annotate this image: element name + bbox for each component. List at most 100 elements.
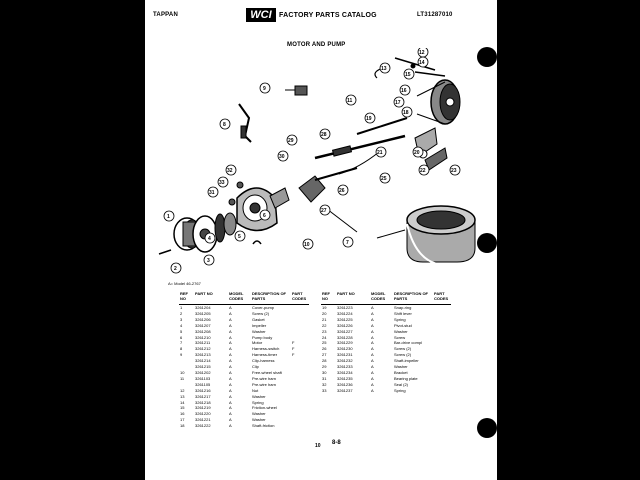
cell-part: 3261205	[195, 310, 211, 316]
cell-desc: Snap-ring	[394, 305, 412, 310]
cell-model: A	[229, 346, 232, 352]
cell-ref: 31	[322, 375, 327, 381]
cell-part: 3261229	[337, 340, 353, 346]
cell-part: 3261211	[195, 340, 211, 346]
col-description: DESCRIPTION OF PARTS	[393, 291, 433, 305]
cell-ref: 2	[180, 310, 183, 316]
cell-model: A	[229, 369, 232, 375]
binder-hole-middle	[477, 233, 497, 253]
cell-part: 3261204	[195, 305, 211, 310]
cell-ref: 1	[180, 305, 183, 310]
cell-ref: 11	[180, 375, 185, 381]
cell-part: 3261225	[337, 316, 353, 322]
cell-desc: Pump body	[252, 334, 273, 340]
cell-model: A	[229, 381, 232, 387]
cell-model: A	[229, 352, 232, 358]
cell-part: 3261213	[195, 352, 211, 358]
callout-17: 17	[395, 100, 401, 106]
cell-ref: 12	[180, 387, 185, 393]
callout-21: 21	[377, 150, 383, 156]
page-number: 10	[315, 443, 321, 449]
table-row: 19 3261223 A Snap-ring	[321, 305, 451, 311]
callout-23: 23	[451, 168, 457, 174]
callout-27: 27	[321, 208, 327, 214]
cell-codes: F	[292, 352, 295, 358]
cell-model: A	[229, 387, 232, 393]
cell-desc: Washer	[394, 328, 408, 334]
cell-desc: Free-wheel shaft	[252, 369, 282, 375]
cell-model: A	[371, 310, 374, 316]
cell-model: A	[229, 316, 232, 322]
cell-model: A	[371, 358, 374, 364]
callout-15: 15	[405, 72, 411, 78]
cell-desc: Pre-wire harn	[252, 375, 277, 381]
cell-part: 3261235	[337, 375, 353, 381]
cell-ref: 3	[180, 316, 183, 322]
cell-desc: Washer	[252, 411, 266, 417]
callout-5: 5	[238, 234, 241, 240]
col-ref-no: REF NO	[321, 291, 336, 305]
cell-desc: Motor	[252, 340, 263, 346]
cell-part: 3261230	[337, 346, 353, 352]
callout-18: 18	[403, 110, 409, 116]
cell-model: A	[229, 411, 232, 417]
cell-ref: 28	[322, 358, 327, 364]
cell-desc: Bar-drive compl	[394, 340, 423, 346]
brand-name: TAPPAN	[153, 12, 178, 18]
cell-ref: 24	[322, 334, 327, 340]
cell-desc: Friction-wheel	[252, 405, 277, 411]
callout-3: 3	[207, 258, 210, 264]
cell-desc: Spring	[394, 387, 406, 393]
cell-model: A	[371, 305, 374, 310]
cell-ref: 30	[322, 369, 327, 375]
cell-part: 3261231	[337, 352, 353, 358]
cell-part: 3261224	[337, 310, 353, 316]
callout-33: 33	[219, 180, 225, 186]
cell-desc: Washer	[252, 393, 266, 399]
cell-ref: 19	[322, 305, 327, 310]
callout-8: 8	[223, 122, 226, 128]
cell-codes: F	[292, 346, 295, 352]
col-part-no: PART NO	[336, 291, 370, 305]
callout-2: 2	[174, 266, 177, 272]
cell-part: 3261214	[195, 358, 211, 364]
cell-codes	[433, 388, 451, 394]
cell-model: A	[229, 310, 232, 316]
cell-model: A	[371, 387, 374, 393]
cell-part: 3261232	[337, 358, 353, 364]
cell-part: 3261223	[337, 305, 353, 310]
cell-part: 3261227	[337, 328, 353, 334]
col-part-no: PART NO	[194, 291, 228, 305]
cell-part: 3261103	[195, 375, 211, 381]
cell-ref: 14	[180, 399, 185, 405]
cell-model: A	[229, 417, 232, 423]
cell-codes	[291, 423, 309, 429]
callout-29: 29	[288, 138, 294, 144]
cell-ref: 9	[180, 352, 183, 358]
cell-model: A	[229, 423, 232, 429]
cell-part: 3261233	[337, 364, 353, 370]
catalog-page: TAPPAN WCI FACTORY PARTS CATALOG LT31287…	[145, 0, 497, 480]
cell-model: A	[371, 369, 374, 375]
parts-table-left: REF NO PART NO MODEL CODES DESCRIPTION O…	[179, 291, 309, 429]
cell-part: 3261212	[195, 346, 211, 352]
callout-10: 10	[304, 242, 310, 248]
cell-part: 3261237	[337, 387, 353, 393]
col-ref-no: REF NO	[179, 291, 194, 305]
cell-part: 3261221	[195, 417, 211, 423]
cell-codes: F	[292, 340, 295, 346]
cell-model: A	[371, 346, 374, 352]
cell-model: A	[371, 322, 374, 328]
cell-part: 3261216	[195, 387, 211, 393]
